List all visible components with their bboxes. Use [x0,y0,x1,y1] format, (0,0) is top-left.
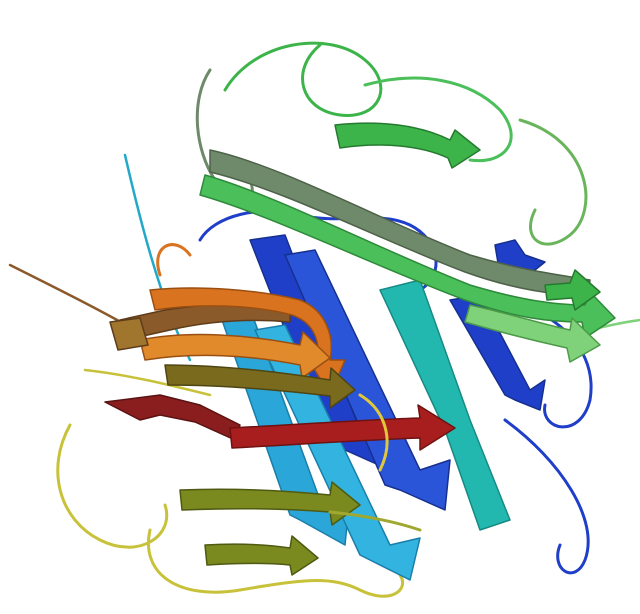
strand-olive-3 [205,536,318,575]
coil-right-green [520,120,586,244]
coil-top-green [225,43,381,115]
blue-sheet [215,235,545,580]
strand-red-arrow-left [105,395,240,440]
coil-orange-loop [158,245,190,275]
strand-olive-2 [180,482,360,525]
strand-green-top [335,123,480,168]
coil-blue-bottom-right [505,420,588,573]
coil-brown-left [10,265,135,330]
